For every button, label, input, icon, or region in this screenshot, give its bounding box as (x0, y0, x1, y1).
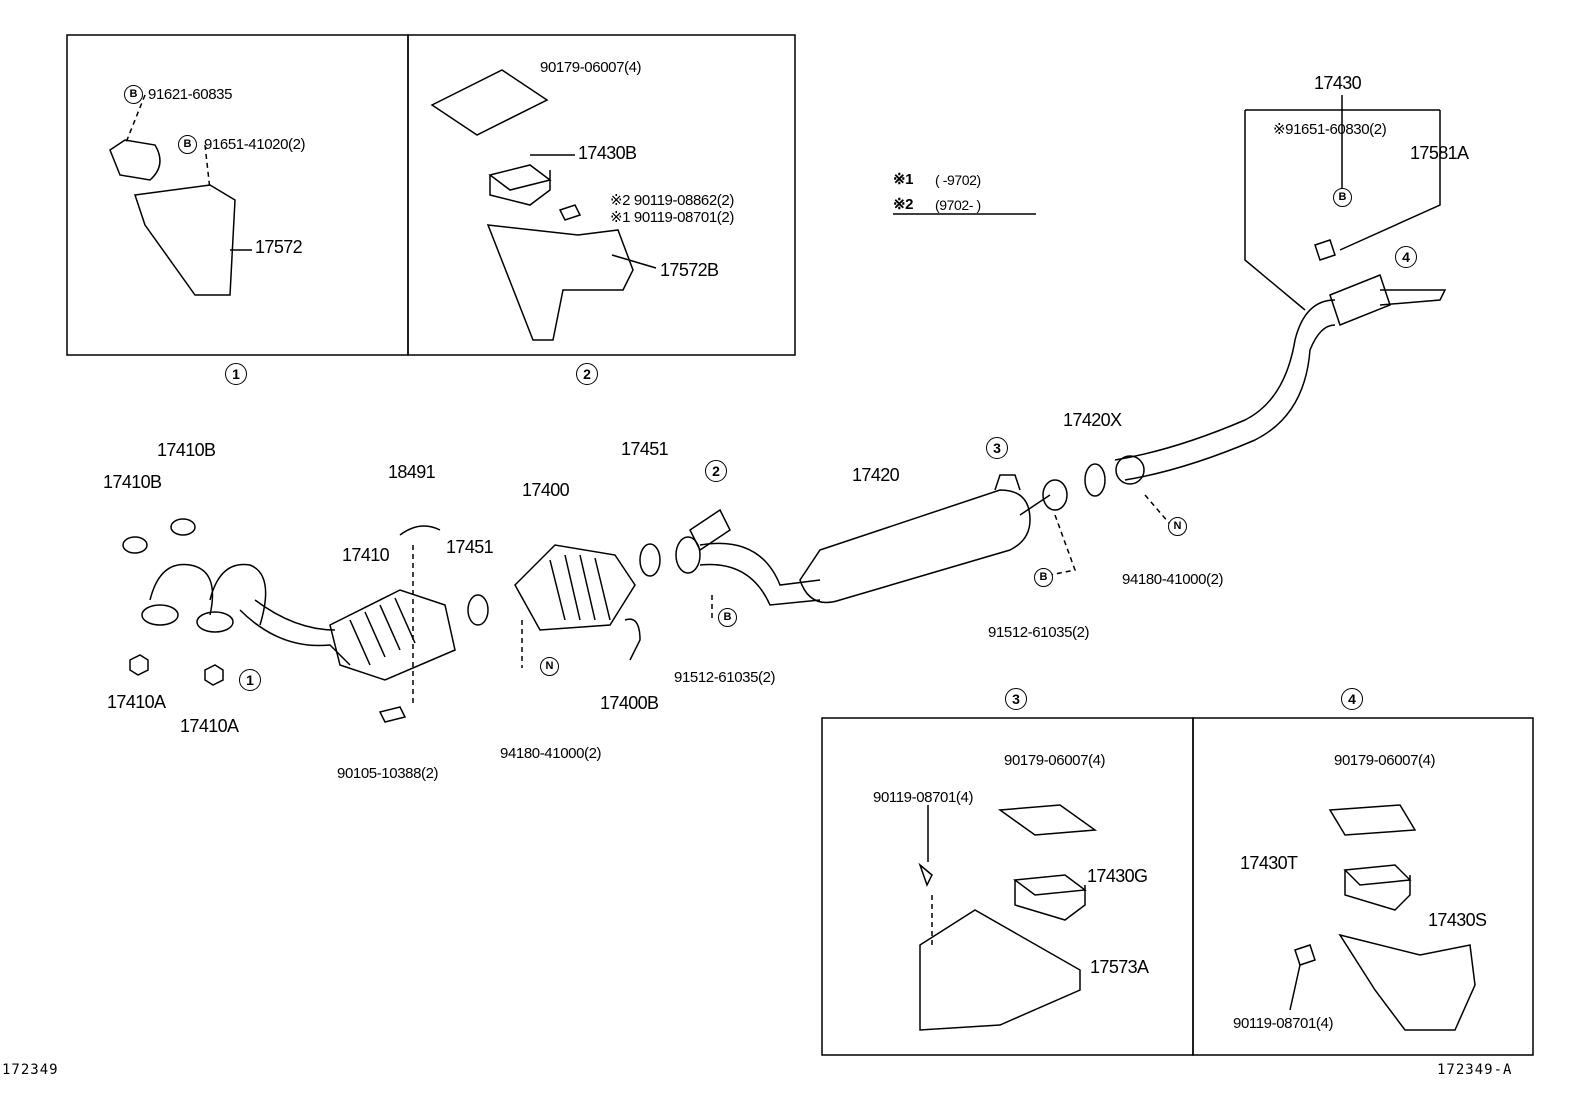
detail-box-1 (66, 34, 409, 356)
part-label[interactable]: 17430 (1314, 73, 1362, 93)
part-label[interactable]: 91512-61035(2) (674, 669, 776, 686)
part-label[interactable]: 17420X (1063, 410, 1122, 430)
marker-n: N (1168, 517, 1187, 536)
callout-3: 3 (1005, 688, 1027, 710)
detail-box-2 (407, 34, 796, 356)
part-label[interactable]: 90179-06007(4) (1004, 752, 1106, 769)
part-label[interactable]: 17410B (103, 472, 162, 492)
note-mark-1: ※1 (893, 171, 914, 188)
part-label[interactable]: 90119-08701(4) (873, 789, 974, 806)
bracket-17573a-drawing (918, 804, 1098, 1031)
part-label[interactable]: ※91651-60830(2) (1273, 121, 1387, 138)
part-label[interactable]: 17430T (1240, 853, 1298, 873)
part-label[interactable]: ※2 90119-08862(2) (610, 192, 734, 209)
converter-drawing (514, 543, 661, 668)
part-label[interactable]: 91512-61035(2) (988, 624, 1090, 641)
part-label[interactable]: 18491 (388, 462, 436, 482)
callout-4: 4 (1395, 246, 1417, 268)
bracket-17430s-drawing (1289, 804, 1476, 1031)
part-label[interactable]: 94180-41000(2) (1122, 571, 1224, 588)
marker-n: N (540, 657, 559, 676)
callout-4: 4 (1341, 688, 1363, 710)
part-label[interactable]: 17572 (255, 237, 303, 257)
part-label[interactable]: 17400B (600, 693, 659, 713)
diagram-id: 172349 (2, 1062, 59, 1078)
part-label[interactable]: 17410B (157, 440, 216, 460)
callout-1: 1 (239, 669, 261, 691)
part-label[interactable]: 91651-41020(2) (204, 136, 306, 153)
part-label[interactable]: 90179-06007(4) (1334, 752, 1436, 769)
part-label[interactable]: 17581A (1410, 143, 1469, 163)
part-label[interactable]: 17430S (1428, 910, 1487, 930)
part-label[interactable]: 17410A (180, 716, 239, 736)
part-label[interactable]: 91621-60835 (148, 86, 233, 103)
part-label[interactable]: 90119-08701(4) (1233, 1015, 1334, 1032)
note-range-2: (9702- ) (935, 197, 981, 213)
muffler-drawing (675, 463, 1106, 620)
part-label[interactable]: 17451 (446, 537, 494, 557)
callout-2: 2 (576, 363, 598, 385)
marker-b: B (178, 135, 197, 154)
part-label[interactable]: 17410A (107, 692, 166, 712)
marker-b: B (1034, 568, 1053, 587)
front-pipe-drawing (122, 518, 489, 723)
tail-pipe-drawing (1114, 95, 1447, 531)
callout-1: 1 (225, 363, 247, 385)
part-label[interactable]: 17573A (1090, 957, 1149, 977)
diagram-id-alt: 172349-A (1437, 1062, 1513, 1078)
part-label[interactable]: 17430G (1087, 866, 1148, 886)
part-label[interactable]: 90179-06007(4) (540, 59, 642, 76)
part-label[interactable]: 17451 (621, 439, 669, 459)
marker-b: B (124, 85, 143, 104)
part-label[interactable]: 17400 (522, 480, 570, 500)
part-label[interactable]: 90105-10388(2) (337, 765, 439, 782)
marker-b: B (1333, 188, 1352, 207)
callout-3: 3 (986, 437, 1008, 459)
part-label[interactable]: 17430B (578, 143, 637, 163)
part-label[interactable]: 94180-41000(2) (500, 745, 602, 762)
note-mark-2: ※2 (893, 196, 914, 213)
part-label[interactable]: ※1 90119-08701(2) (610, 209, 734, 226)
part-label[interactable]: 17420 (852, 465, 900, 485)
bracket-17572b-drawing (430, 69, 657, 341)
callout-2: 2 (705, 460, 727, 482)
part-label[interactable]: 17410 (342, 545, 390, 565)
note-range-1: ( -9702) (935, 172, 981, 188)
detail-box-4 (1192, 717, 1534, 1056)
bracket-17572-drawing (109, 94, 252, 296)
part-label[interactable]: 17572B (660, 260, 719, 280)
marker-b: B (718, 608, 737, 627)
